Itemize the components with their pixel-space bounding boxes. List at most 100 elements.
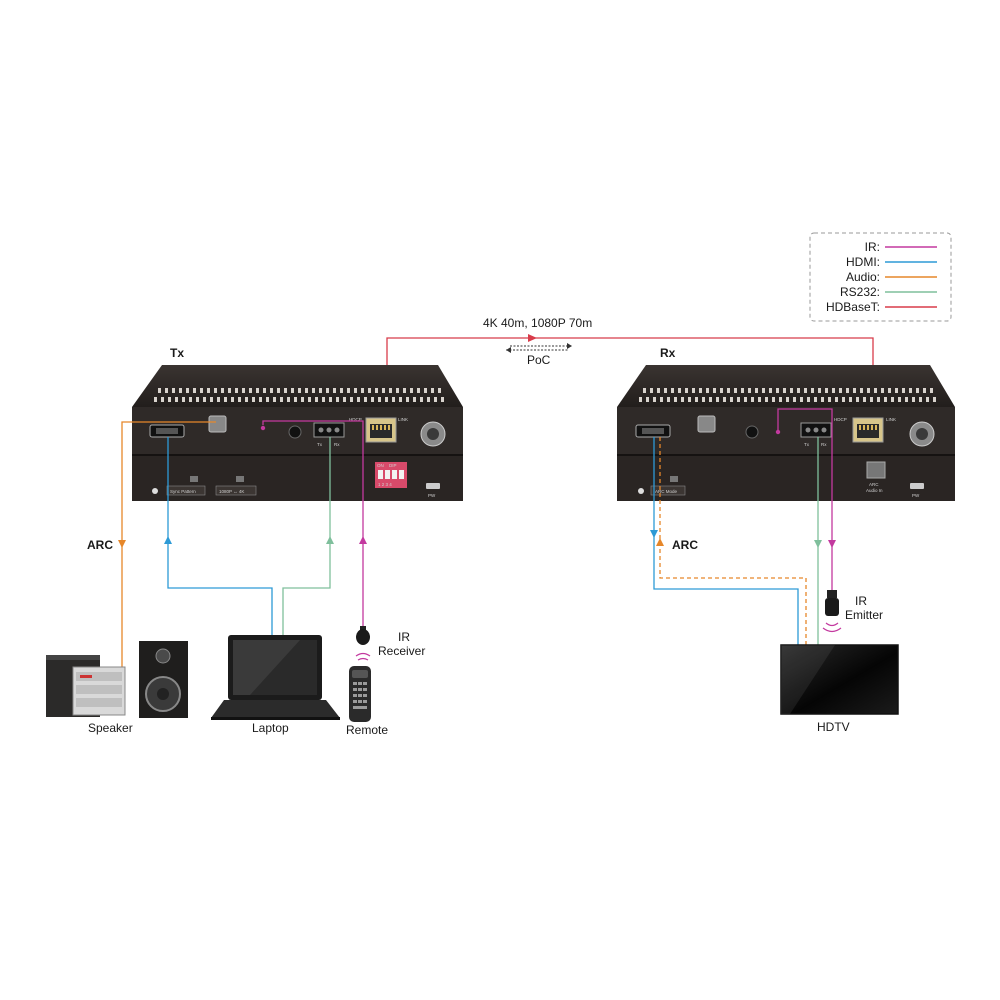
vent-slot (420, 397, 423, 402)
vent-slot (702, 397, 705, 402)
vent-slot (235, 388, 238, 393)
tx-resolution-switch[interactable] (236, 476, 244, 482)
vent-slot (720, 388, 723, 393)
vent-slot (867, 388, 870, 393)
vent-slot (287, 397, 290, 402)
vent-slot (403, 388, 406, 393)
vent-slot (277, 388, 280, 393)
tx-ir-arrow-icon (359, 536, 367, 544)
vent-slot (228, 388, 231, 393)
vent-slot (723, 397, 726, 402)
tx-optical-port (208, 415, 227, 433)
legend-label-rs232: RS232: (840, 285, 880, 299)
vent-slot (196, 397, 199, 402)
link-distance-label: 4K 40m, 1080P 70m (483, 316, 592, 330)
vent-slot (807, 397, 810, 402)
vent-slot (678, 388, 681, 393)
vent-slot (231, 397, 234, 402)
tx-dip-on-label: ON (377, 463, 384, 468)
rx-ir-arrow-icon (828, 540, 836, 548)
vent-slot (699, 388, 702, 393)
vent-slot (413, 397, 416, 402)
vent-slot (762, 388, 765, 393)
ir-signal-icon (355, 652, 371, 661)
vent-slot (378, 397, 381, 402)
vent-slot (434, 397, 437, 402)
vent-slot (786, 397, 789, 402)
vent-slot (424, 388, 427, 393)
rx-audio-arc-cable (659, 437, 807, 648)
tx-vent-grille (150, 385, 450, 388)
tx-hdmi-cable (167, 437, 273, 638)
vent-slot (245, 397, 248, 402)
vent-slot (870, 397, 873, 402)
rx-rs232-arrow-icon (814, 540, 822, 548)
speaker-icon: Speaker (46, 641, 188, 735)
rx-port-label-hdcp: HDCP (834, 417, 847, 422)
vent-slot (249, 388, 252, 393)
vent-slot (161, 397, 164, 402)
vent-slot (860, 388, 863, 393)
rx-arc-arrow-icon (656, 538, 664, 546)
ir-receiver-icon (356, 626, 370, 645)
vent-slot (737, 397, 740, 402)
vent-slot (772, 397, 775, 402)
vent-slot (748, 388, 751, 393)
rx-arc-audio-in-label-1: ARC (869, 482, 879, 487)
vent-slot (650, 388, 653, 393)
rx-led-indicator-icon (638, 488, 644, 494)
vent-slot (716, 397, 719, 402)
vent-slot (821, 397, 824, 402)
vent-slot (895, 388, 898, 393)
legend-frame (809, 232, 952, 322)
vent-slot (814, 397, 817, 402)
vent-slot (392, 397, 395, 402)
vent-slot (765, 397, 768, 402)
vent-slot (266, 397, 269, 402)
vent-slot (389, 388, 392, 393)
tx-resolution-label: 1080P ↔ 4K (219, 489, 244, 494)
tx-sync-switch[interactable] (190, 476, 198, 482)
vent-slot (193, 388, 196, 393)
vent-slot (364, 397, 367, 402)
tx-sync-pattern-label: Sync Pattern (170, 489, 196, 494)
ir-emitter-icon (825, 590, 839, 616)
vent-slot (730, 397, 733, 402)
vent-slot (706, 388, 709, 393)
legend: IR: HDMI: Audio: RS232: HDBaseT: (809, 232, 952, 322)
tx-ir-cable (262, 420, 364, 628)
vent-slot (252, 397, 255, 402)
vent-slot (783, 388, 786, 393)
vent-slot (930, 388, 933, 393)
tx-dip-numbers: 1 2 3 4 (378, 482, 392, 487)
vent-slot (259, 397, 262, 402)
rx-usb-power-port (910, 483, 924, 489)
speaker-label: Speaker (88, 721, 133, 735)
vent-slot (375, 388, 378, 393)
rx-unit: Rx Tx Rx HDCP LINK ARC Mode ARC Audio In… (617, 346, 955, 501)
vent-slot (692, 388, 695, 393)
vent-slot (305, 388, 308, 393)
vent-slot (933, 397, 936, 402)
vent-slot (336, 397, 339, 402)
vent-slot (182, 397, 185, 402)
ir-emitter-signal-icon (822, 622, 842, 633)
hdtv-label: HDTV (817, 720, 850, 734)
ir-receiver-label-line1: IR (398, 630, 410, 644)
tx-led-indicator-icon (152, 488, 158, 494)
vent-slot (357, 397, 360, 402)
vent-slot (340, 388, 343, 393)
vent-slot (200, 388, 203, 393)
rx-arc-label: ARC (672, 538, 698, 552)
vent-slot (881, 388, 884, 393)
vent-slot (438, 388, 441, 393)
vent-slot (417, 388, 420, 393)
vent-slot (158, 388, 161, 393)
rx-arc-audio-in-label-2: Audio In (866, 488, 883, 493)
vent-slot (294, 397, 297, 402)
rx-arc-mode-switch[interactable] (670, 476, 678, 482)
vent-slot (273, 397, 276, 402)
vent-slot (368, 388, 371, 393)
vent-slot (319, 388, 322, 393)
vent-slot (926, 397, 929, 402)
